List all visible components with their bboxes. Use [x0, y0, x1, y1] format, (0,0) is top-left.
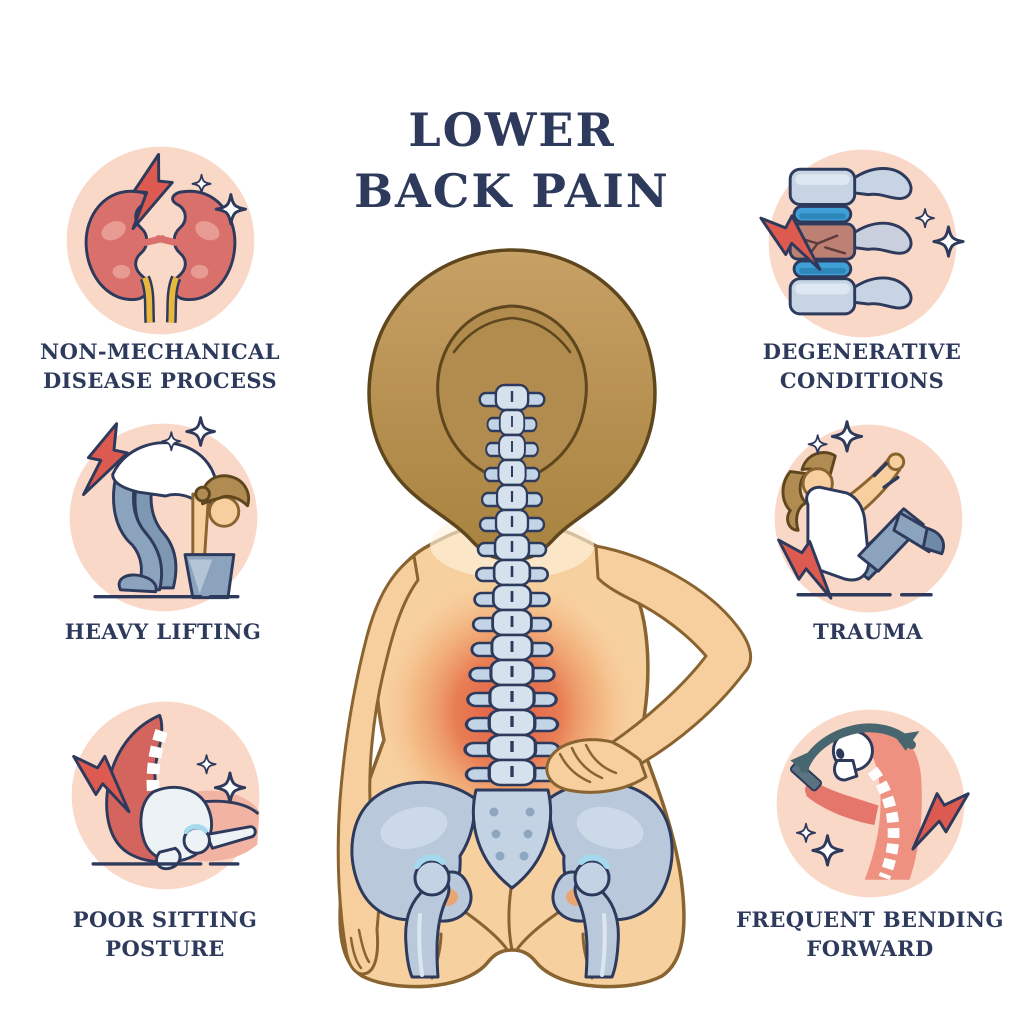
- bent-neck-figure: [789, 723, 922, 880]
- sparkle-icon: [191, 173, 212, 194]
- sparkle-icon: [161, 431, 182, 452]
- sparkle-icon: [932, 225, 965, 258]
- pain-bolt-icon: [131, 153, 174, 230]
- right-arm-hand-on-hip: [545, 544, 753, 794]
- sparkle-icon: [807, 434, 828, 455]
- page-title: LOWER BACK PAIN: [354, 103, 670, 218]
- poor-sitting-posture-icon: [71, 701, 260, 890]
- cause-label-heavy-lifting: HEAVY LIFTING: [64, 619, 262, 644]
- lifting-person: [111, 441, 250, 600]
- cause-label-trauma: TRAUMA: [813, 619, 923, 644]
- pain-bolt-icon: [759, 214, 822, 271]
- bending-forward-icon: [776, 709, 970, 898]
- cause-label-frequent-bending: FREQUENT BENDING FORWARD: [736, 907, 1004, 961]
- sparkle-icon: [196, 754, 217, 775]
- degenerative-spine-icon: [759, 149, 965, 338]
- sparkle-icon: [214, 193, 247, 226]
- falling-person: [781, 451, 945, 582]
- cause-label-degenerative: DEGENERATIVE CONDITIONS: [762, 339, 962, 393]
- sparkle-icon: [830, 420, 864, 453]
- sparkle-icon: [915, 208, 936, 229]
- kidneys-icon: [66, 146, 255, 335]
- cause-label-poor-sitting: POOR SITTING POSTURE: [72, 907, 258, 961]
- pain-bolt-icon: [72, 754, 131, 814]
- pain-bolt-icon: [911, 792, 970, 851]
- pelvis: [352, 782, 672, 977]
- heavy-lifting-icon: [69, 416, 258, 612]
- sparkle-icon: [811, 834, 844, 867]
- sparkle-icon: [213, 771, 247, 804]
- kidney-pair: [84, 189, 237, 323]
- cause-label-non-mechanical: NON-MECHANICAL DISEASE PROCESS: [40, 339, 280, 393]
- trauma-fall-icon: [774, 420, 963, 613]
- vertebrae-stack: [788, 167, 913, 316]
- pain-bolt-icon: [777, 538, 833, 600]
- sparkle-icon: [796, 822, 816, 843]
- pain-bolt-icon: [82, 422, 129, 497]
- sparkle-icon: [185, 416, 216, 447]
